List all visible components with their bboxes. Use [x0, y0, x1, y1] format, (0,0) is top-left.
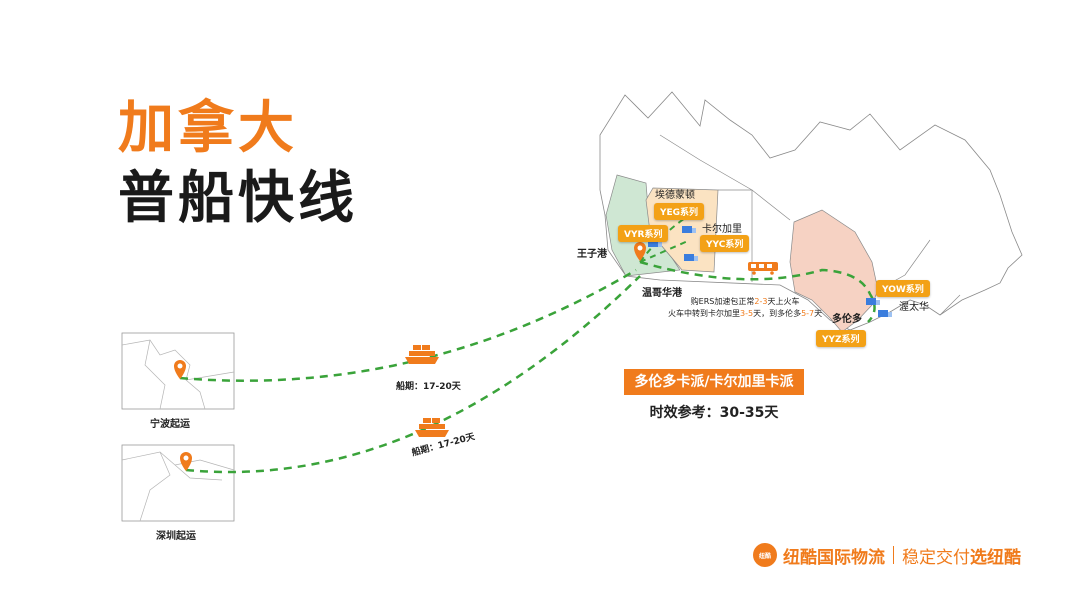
rail-note-line-2: 火车中转到卡尔加里3-5天，到多伦多5-7天: [668, 309, 823, 318]
vancouver-pin-icon: [634, 242, 646, 261]
ningbo-pin-icon: [174, 360, 186, 379]
origin-ningbo-label: 宁波起运: [150, 419, 190, 430]
ship-icon-shenzhen: [415, 418, 449, 437]
tag-yow-series: YOW系列: [876, 280, 930, 297]
truck-icon-toronto: [866, 298, 880, 305]
route-ningbo-vancouver: [179, 268, 637, 382]
train-icon: [748, 262, 778, 275]
route-shenzhen-vancouver: [185, 275, 641, 474]
truck-icon-edmonton: [682, 226, 696, 233]
brand-logo-icon: 纽酷: [753, 543, 777, 567]
title-line-2: 普船快线: [118, 166, 358, 231]
truck-icon-vancouver: [648, 240, 662, 247]
title-line-1: 加拿大: [118, 96, 298, 161]
tag-yyc-series: YYC系列: [700, 235, 750, 252]
ship-icon-ningbo: [405, 345, 439, 364]
route-vancouver-toronto: [639, 260, 876, 323]
rail-note-line-1: 购ERS加速包正常2-3天上火车: [690, 297, 800, 306]
city-toronto: 多伦多: [832, 314, 862, 325]
shenzhen-map-frame: [121, 444, 235, 522]
brand-footer: 纽酷 纽酷国际物流 稳定交付选纽酷: [753, 542, 1021, 568]
city-ottawa: 渥太华: [899, 302, 929, 313]
truck-icon-calgary: [684, 254, 698, 261]
city-prince-rupert: 王子港: [577, 249, 607, 260]
city-vancouver: 温哥华港: [642, 288, 682, 299]
province-borders: [659, 134, 961, 316]
route-vancouver-calgary: [639, 239, 691, 263]
rail-transit-note: 购ERS加速包正常2-3天上火车 火车中转到卡尔加里3-5天，到多伦多5-7天: [668, 296, 822, 320]
ningbo-coast: [121, 339, 235, 410]
service-delivery-label: 多伦多卡派/卡尔加里卡派: [624, 369, 804, 395]
truck-icon-ottawa: [878, 310, 892, 317]
shenzhen-coast: [121, 451, 235, 522]
transit-time-reference: 时效参考：30-35天: [649, 405, 779, 421]
brand-divider: [893, 546, 894, 564]
tag-yeg-series: YEG系列: [654, 203, 705, 220]
sailing-time-ningbo: 船期：17-20天: [396, 382, 461, 392]
city-edmonton: 埃德蒙顿: [655, 190, 695, 201]
tag-vyr-series: VYR系列: [618, 225, 669, 242]
origin-shenzhen-label: 深圳起运: [156, 531, 196, 542]
brand-slogan: 稳定交付选纽酷: [902, 547, 1021, 568]
brand-name: 纽酷国际物流: [783, 547, 885, 568]
shenzhen-pin-icon: [180, 452, 192, 471]
tag-yyz-series: YYZ系列: [816, 330, 866, 347]
city-calgary: 卡尔加里: [702, 224, 742, 235]
